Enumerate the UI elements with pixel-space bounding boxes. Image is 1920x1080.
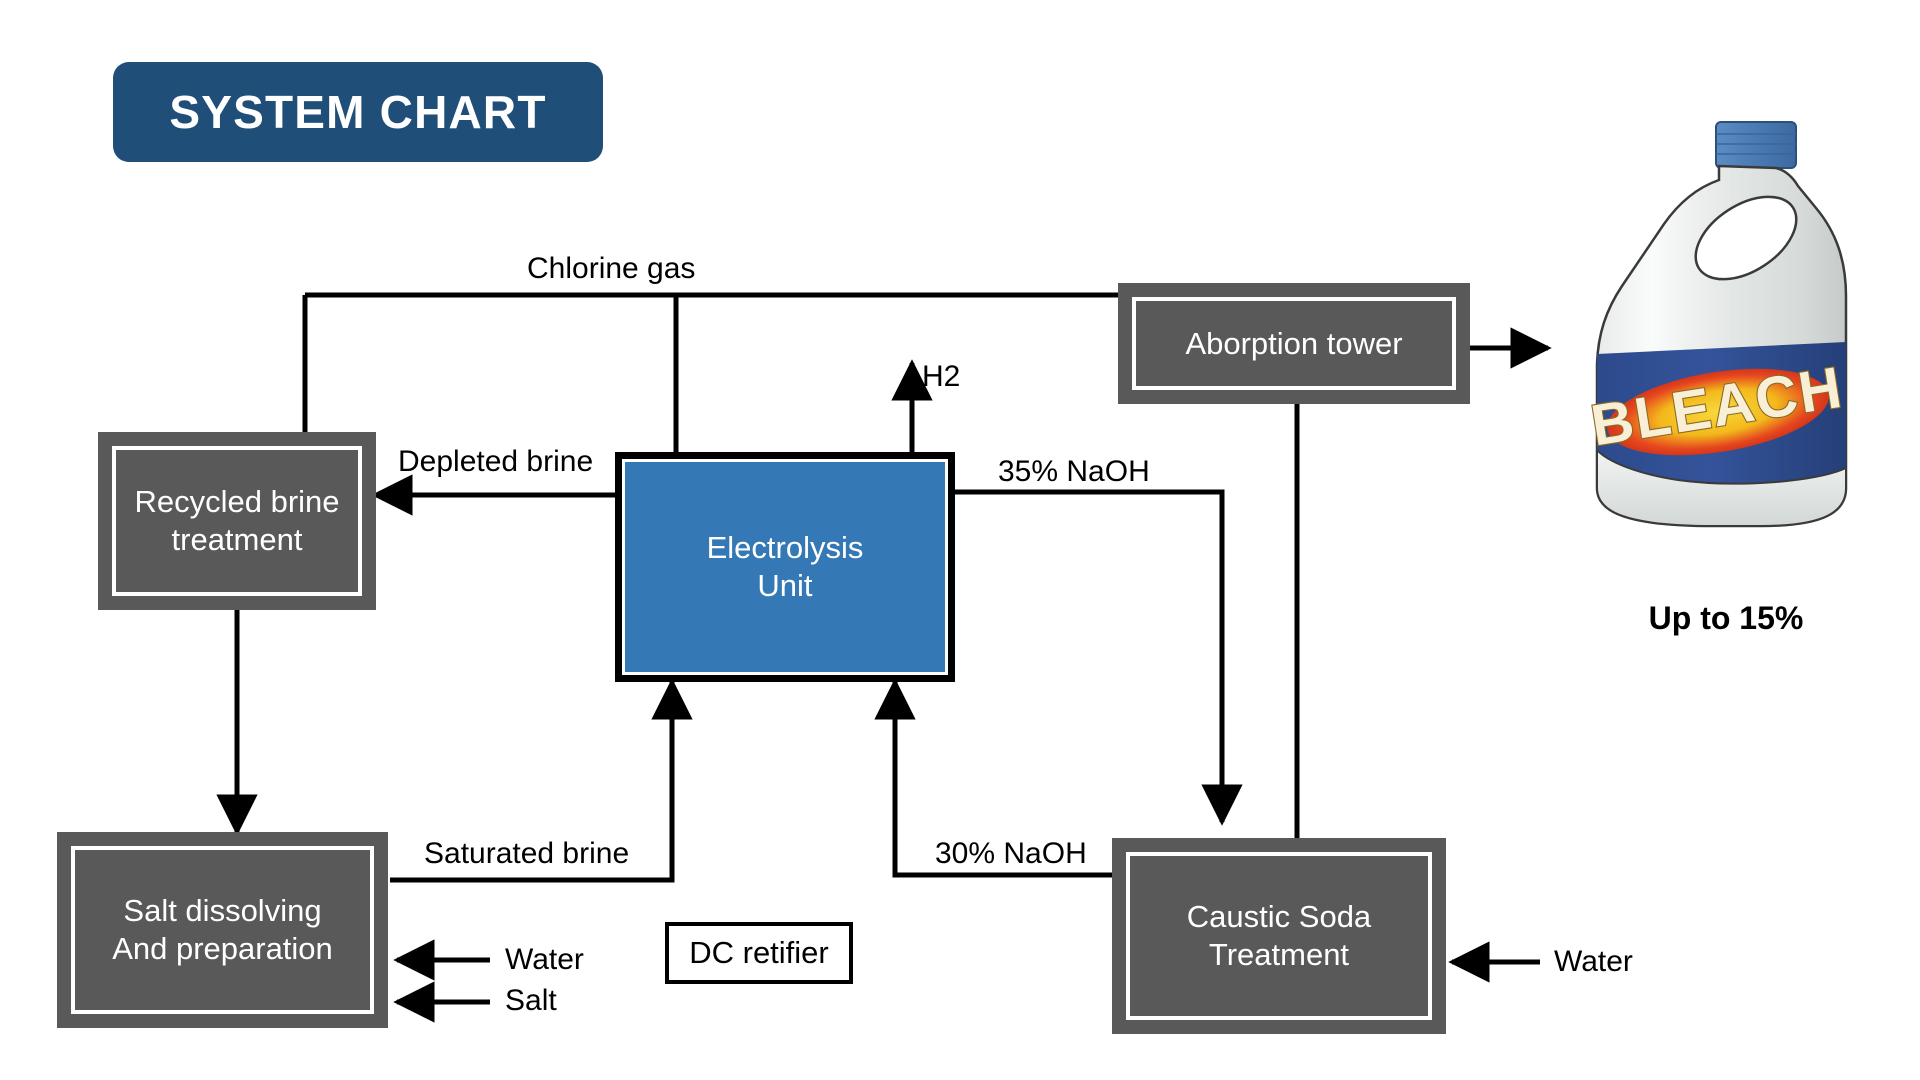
node-inner-frame: Electrolysis Unit: [622, 459, 948, 675]
node-label-line2: And preparation: [112, 931, 333, 966]
flow-label-h2: H2: [922, 360, 961, 393]
product-caption: Up to 15%: [1648, 600, 1804, 636]
flow-label-35-naoh: 35% NaOH: [998, 455, 1150, 488]
edge-35-naoh: [955, 489, 1243, 826]
node-label-line2: treatment: [171, 522, 303, 557]
flow-label-water-left: Water: [505, 943, 584, 976]
node-label: Aborption tower: [1185, 325, 1402, 363]
node-electrolysis-unit[interactable]: Electrolysis Unit: [615, 452, 955, 682]
node-label-line1: Salt dissolving: [123, 893, 322, 929]
node-label-line2: Treatment: [1208, 937, 1350, 972]
node-aborption-tower[interactable]: Aborption tower: [1118, 283, 1470, 404]
node-label-line1: Caustic Soda: [1186, 899, 1372, 935]
flow-label-salt-left: Salt: [505, 984, 557, 1017]
node-caustic-soda-treatment[interactable]: Caustic Soda Treatment: [1112, 838, 1446, 1034]
page-title-badge: SYSTEM CHART: [113, 62, 603, 162]
flow-label-saturated-brine: Saturated brine: [424, 837, 630, 870]
node-label-line2: Unit: [757, 568, 813, 603]
flow-label-water-right: Water: [1554, 945, 1633, 978]
flow-label-30-naoh: 30% NaOH: [935, 837, 1087, 870]
node-inner-frame: Recycled brine treatment: [112, 446, 362, 596]
node-recycled-brine-treatment[interactable]: Recycled brine treatment: [98, 432, 376, 610]
bottle-label-oval: [1607, 368, 1829, 456]
node-label: DC retifier: [689, 935, 829, 970]
bottle-handle-hole: [1694, 195, 1798, 281]
page-title: SYSTEM CHART: [169, 86, 547, 138]
bleach-bottle-illustration: BLEACH: [1586, 121, 1849, 528]
flow-label-depleted-brine: Depleted brine: [398, 445, 594, 478]
node-label-line1: Recycled brine: [134, 484, 340, 520]
node-label: Electrolysis Unit: [707, 529, 864, 605]
node-inner-frame: Salt dissolving And preparation: [71, 846, 374, 1014]
node-inner-frame: Aborption tower: [1132, 297, 1456, 390]
edge-30-naoh: [874, 678, 1112, 878]
edge-saturated-brine: [390, 678, 693, 883]
node-inner-frame: Caustic Soda Treatment: [1126, 852, 1432, 1020]
node-salt-dissolving-and-preparation[interactable]: Salt dissolving And preparation: [57, 832, 388, 1028]
node-label: Salt dissolving And preparation: [112, 892, 333, 968]
flow-label-chlorine-gas: Chlorine gas: [527, 252, 696, 285]
node-label: Caustic Soda Treatment: [1187, 898, 1371, 974]
node-label: Recycled brine treatment: [134, 483, 339, 559]
node-dc-retifier[interactable]: DC retifier: [665, 922, 853, 984]
node-label-line1: Electrolysis: [706, 530, 864, 566]
node-label-line1: Aborption tower: [1185, 325, 1403, 361]
bottle-base: [1596, 447, 1847, 527]
bottle-cap: [1715, 121, 1797, 169]
